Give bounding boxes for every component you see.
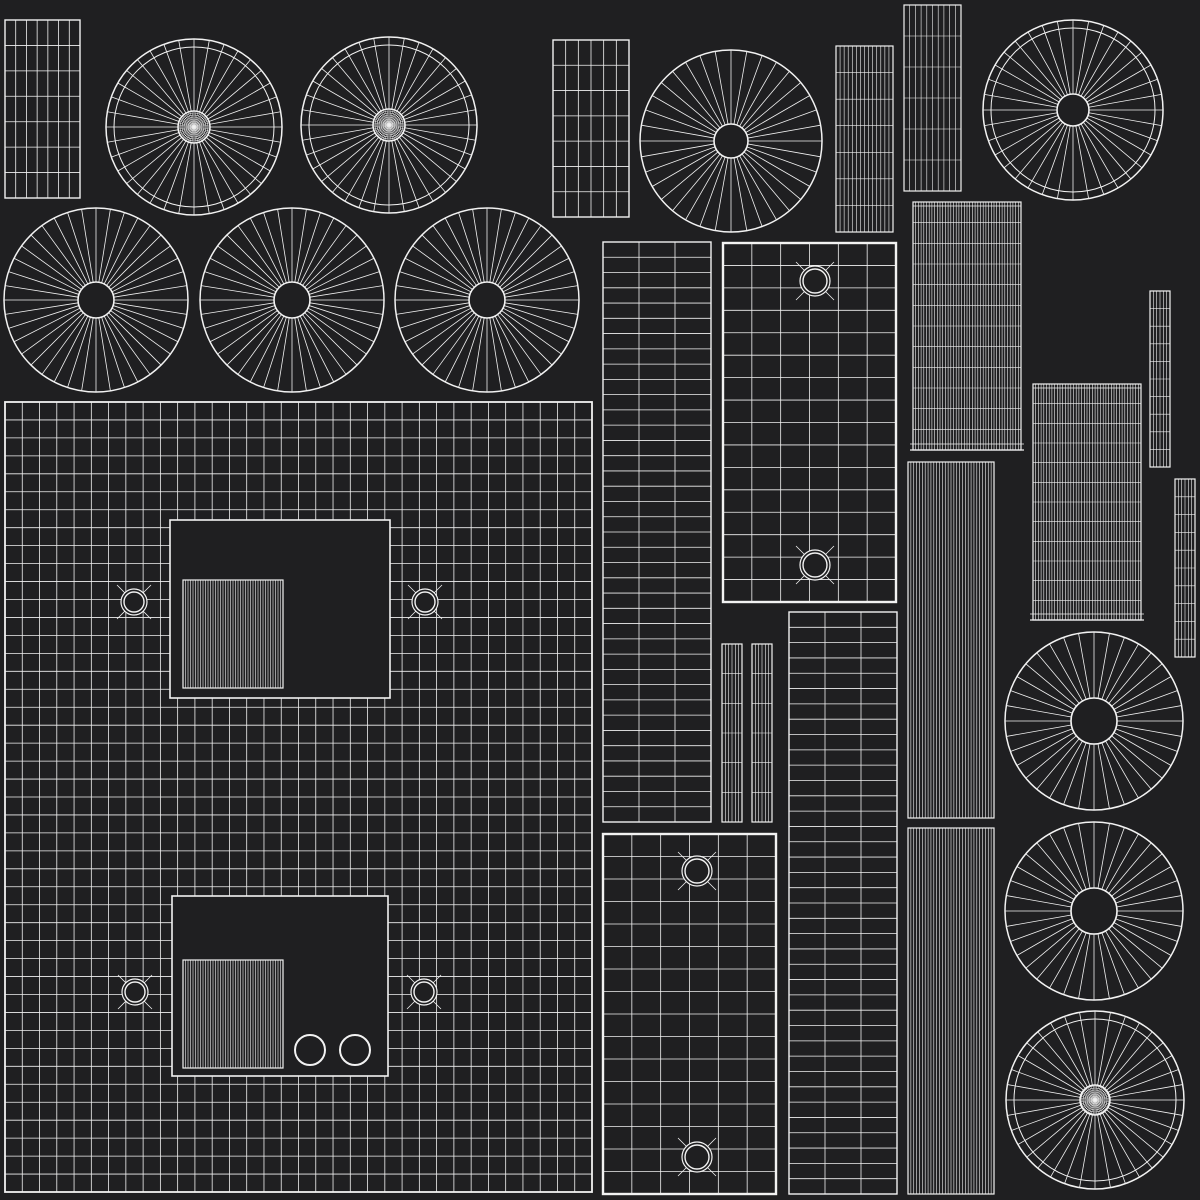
grid-panel-top-left [4,19,81,199]
dense-column-lower [907,827,995,1195]
main-sheet [4,401,593,1193]
plate-with-two-holes-upper [721,241,898,604]
narrow-strip-right-1 [1149,290,1171,468]
strip-panel-top-2 [903,4,962,192]
thin-strip-2 [751,643,773,823]
uv-shells [3,4,1196,1196]
wheel-right-1 [1004,631,1184,811]
thin-strip-1 [721,643,743,823]
wheel-row2-2 [199,207,385,393]
narrow-strip-right-2 [1174,478,1196,658]
dense-column-upper [907,461,995,819]
wheel-row2-1 [3,207,189,393]
wheel-top-2 [300,36,478,214]
wheel-top-3 [639,49,823,233]
fabric-panel-right [1030,383,1144,621]
wheel-row2-3 [394,207,580,393]
wheel-top-right [982,19,1164,201]
wheel-right-2 [1004,821,1184,1001]
plate-with-two-holes-lower [601,832,778,1196]
grid-panel-top-middle [552,39,630,218]
wheel-top-1 [105,38,283,216]
long-grid-column [788,611,898,1195]
tall-grid-column [602,241,712,823]
strip-panel-top-1 [835,45,894,233]
wheel-bottom-right [1005,1010,1185,1190]
fabric-panel-upper [910,201,1024,451]
